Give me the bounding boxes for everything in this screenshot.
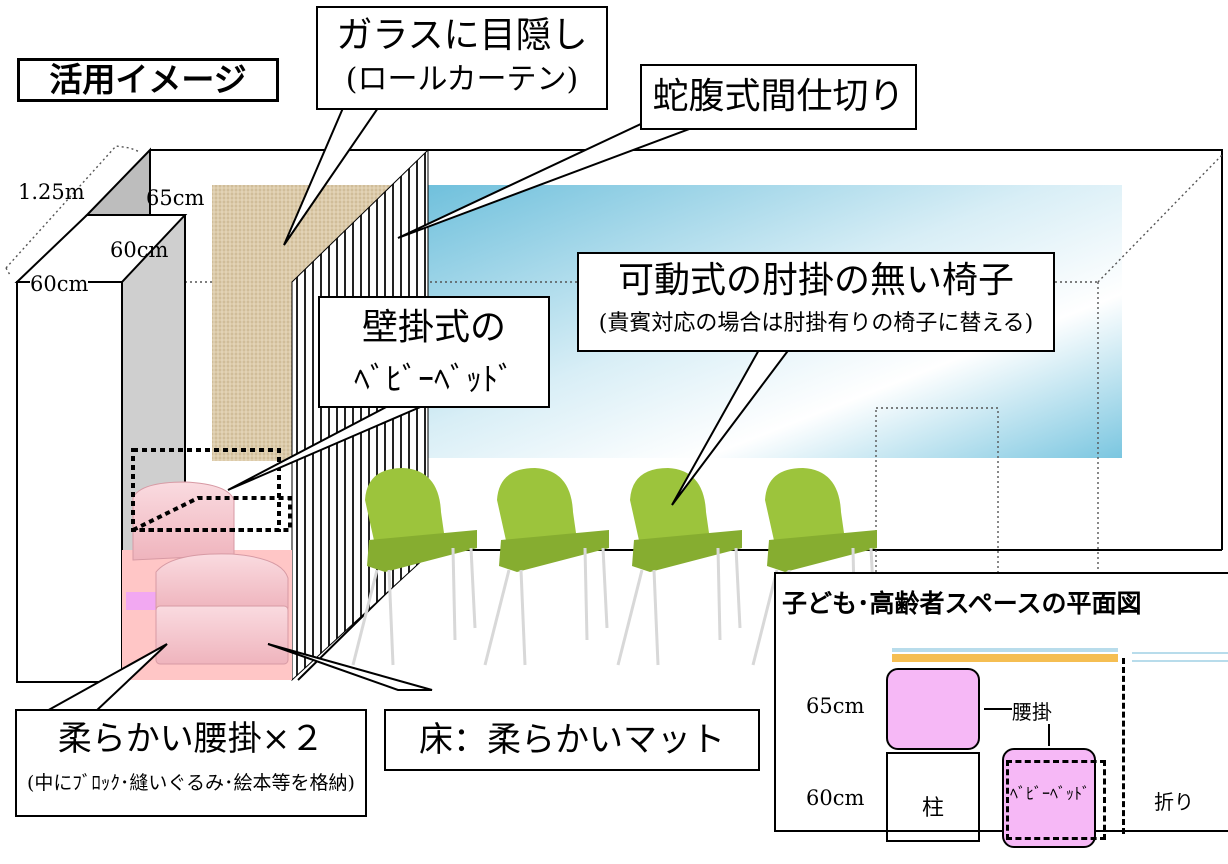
chair-leg	[483, 569, 511, 666]
armless-chair	[751, 468, 877, 666]
callout-floor: 床：柔らかいマット	[384, 709, 760, 771]
plan-seat-label: 腰掛	[1012, 700, 1052, 724]
plan-pillar: 柱	[886, 752, 980, 842]
plan-seat-block	[886, 668, 980, 750]
chair-leg	[616, 569, 644, 666]
plan-strip-blue	[892, 648, 1118, 652]
chair-group	[351, 468, 877, 666]
callout-baby-bed: 壁掛式の ﾍﾞﾋﾞｰﾍﾞｯﾄﾞ	[318, 296, 550, 408]
callout-floor-text: 床：柔らかいマット	[419, 720, 725, 760]
chair-back	[630, 468, 710, 545]
chair-leg	[716, 547, 722, 641]
chair-back	[365, 468, 445, 545]
callout-chairs-line2: (貴賓対応の場合は肘掛有りの椅子に替える)	[598, 311, 1034, 336]
chair-leg	[734, 547, 742, 629]
dimension-60cm-inner: 60cm	[110, 238, 169, 262]
armless-chair	[351, 468, 477, 666]
callout-soft-seats: 柔らかい腰掛×２ (中にﾌﾞﾛｯｸ･縫いぐるみ･絵本等を格納)	[15, 709, 367, 817]
plan-pillar-label: 柱	[921, 796, 944, 821]
chair-leg	[583, 547, 589, 641]
callout-partition: 蛇腹式間仕切り	[640, 64, 917, 130]
chair-leg	[519, 569, 527, 666]
chair-leg	[652, 569, 660, 666]
soft-seat-front	[155, 553, 289, 665]
plan-strip-orange	[892, 654, 1118, 662]
armless-chair	[616, 468, 742, 666]
callout-soft-seats-line2: (中にﾌﾞﾛｯｸ･縫いぐるみ･絵本等を格納)	[27, 772, 355, 794]
mat-accent	[126, 592, 160, 610]
armless-chair	[483, 468, 609, 666]
callout-glass: ガラスに目隠し (ロールカーテン)	[316, 6, 608, 110]
plan-dotted-edge	[1122, 658, 1125, 834]
pillar-block	[14, 147, 188, 683]
plan-bed-label: ﾍﾞﾋﾞｰﾍﾞｯﾄﾞ	[1010, 784, 1091, 803]
chair-leg	[469, 547, 477, 629]
chair-seat	[499, 530, 609, 572]
callout-baby-bed-line2: ﾍﾞﾋﾞｰﾍﾞｯﾄﾞ	[353, 360, 514, 398]
chair-back	[497, 468, 577, 545]
chair-leg	[751, 569, 779, 666]
dimension-1-25m: 1.25m	[18, 180, 85, 204]
chair-leg	[451, 547, 457, 641]
floor-plan-title: 子ども･高齢者スペースの平面図	[782, 589, 1142, 618]
chair-back	[765, 468, 845, 545]
callout-soft-seats-line1: 柔らかい腰掛×２	[57, 719, 325, 759]
chair-seat	[632, 530, 742, 572]
chair-seat	[767, 530, 877, 572]
plan-fold-label: 折り	[1154, 790, 1194, 814]
callout-partition-text: 蛇腹式間仕切り	[652, 76, 905, 117]
callout-chairs: 可動式の肘掛の無い椅子 (貴賓対応の場合は肘掛有りの椅子に替える)	[577, 252, 1055, 352]
plan-dim-65cm: 65cm	[806, 694, 865, 718]
plan-baby-bed: ﾍﾞﾋﾞｰﾍﾞｯﾄﾞ	[1002, 748, 1106, 848]
chair-leg	[387, 569, 395, 666]
plan-strip-blue-right	[1132, 652, 1228, 662]
plan-bed-arrow	[1048, 724, 1050, 746]
chair-leg	[601, 547, 609, 629]
callout-glass-line2: (ロールカーテン)	[345, 62, 579, 97]
dimension-65cm: 65cm	[146, 186, 205, 210]
chair-leg	[351, 569, 379, 666]
baby-bed-outline	[131, 448, 292, 532]
callout-chairs-line1: 可動式の肘掛の無い椅子	[617, 260, 1014, 301]
dimension-60cm-outer: 60cm	[30, 272, 89, 296]
floor-plan-panel: 子ども･高齢者スペースの平面図 65cm 腰掛 柱 60cm ﾍﾞﾋﾞｰﾍﾞｯﾄ…	[774, 572, 1228, 848]
chair-seat	[367, 530, 477, 572]
plan-seat-arrow	[984, 708, 1012, 710]
callout-glass-line1: ガラスに目隠し	[336, 15, 588, 56]
soft-seat-back	[132, 481, 235, 561]
callout-baby-bed-line1: 壁掛式の	[361, 307, 506, 348]
page-title: 活用イメージ	[17, 58, 279, 102]
plan-dim-60cm: 60cm	[806, 786, 865, 810]
